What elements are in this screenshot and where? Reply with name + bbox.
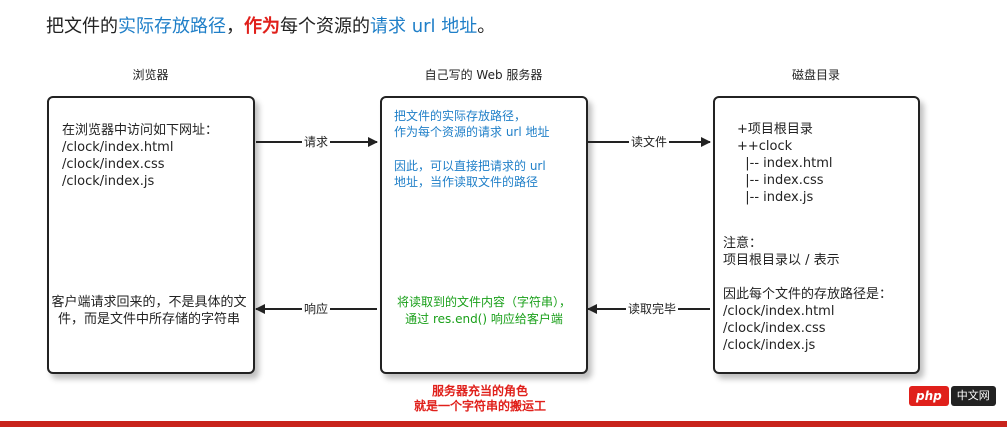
server-response-note-line1: 将读取到的文件内容（字符串）， [396, 295, 571, 309]
bottom-red-bar [0, 421, 1007, 427]
browser-response-note-line1: 客户端请求回来的，不是具体的文 [51, 295, 247, 310]
heading-part: 。 [477, 16, 496, 37]
heading-part: 把文件的 [46, 16, 118, 37]
heading-highlight-path: 实际存放路径 [118, 16, 226, 37]
server-note-path-line2: 作为每个资源的请求 url 地址 [394, 125, 550, 139]
heading-part: 每个资源的 [280, 16, 370, 37]
php-logo: php [909, 386, 949, 406]
disk-path-note: 注意： 项目根目录以 / 表示 因此每个文件的存放路径是： /clock/ind… [723, 236, 893, 353]
server-response-note-line2: 通过 res.end() 响应给客户端 [405, 312, 563, 326]
server-note-read-line2: 地址，当作读取文件的路径 [394, 175, 539, 189]
disk-column-label: 磁盘目录 [791, 68, 840, 82]
server-role-caption: 服务器充当的角色 就是一个字符串的搬运工 [350, 384, 610, 414]
browser-column-label: 浏览器 [132, 68, 169, 82]
site-watermark: php 中文网 [909, 384, 996, 408]
heading-highlight-as: 作为 [244, 16, 280, 37]
disk-directory-tree: +项目根目录 ++clock |-- index.html |-- index.… [737, 122, 833, 205]
disk-box [713, 96, 920, 374]
browser-response-note-line2: 件，而是文件中所存储的字符串 [57, 312, 240, 327]
server-column-label: 自己写的 Web 服务器 [424, 68, 543, 82]
server-box [380, 96, 588, 374]
heading-part: ， [226, 16, 244, 37]
read-done-arrow-label: 读取完毕 [625, 302, 679, 316]
browser-request-urls: 在浏览器中访问如下网址： /clock/index.html /clock/in… [62, 123, 219, 189]
response-arrow-label: 响应 [301, 302, 331, 316]
watermark-suffix: 中文网 [950, 386, 996, 406]
read-file-arrow-label: 读文件 [628, 135, 670, 149]
browser-box [47, 96, 255, 374]
page-title: 把文件的实际存放路径，作为每个资源的请求 url 地址。 [46, 12, 495, 38]
server-role-caption-line2: 就是一个字符串的搬运工 [413, 399, 546, 413]
server-note-read-line1: 因此，可以直接把请求的 url [394, 159, 546, 173]
request-arrow-label: 请求 [301, 135, 331, 149]
heading-highlight-url: 请求 url 地址 [370, 16, 478, 37]
server-note-path-line1: 把文件的实际存放路径， [394, 109, 527, 123]
server-role-caption-line1: 服务器充当的角色 [431, 384, 528, 398]
